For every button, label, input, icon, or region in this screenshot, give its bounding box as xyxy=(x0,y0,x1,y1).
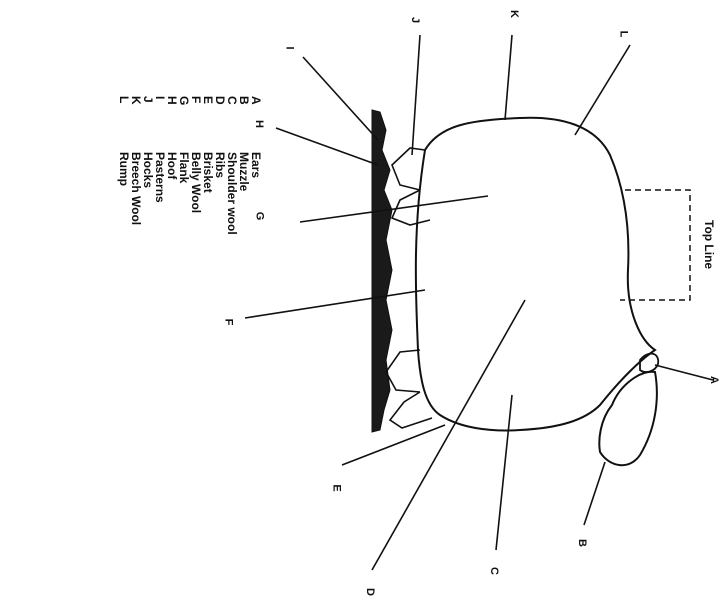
legend-part: Pasterns xyxy=(154,152,166,203)
callout-line-j xyxy=(412,35,420,155)
top-line-label: Top Line xyxy=(702,220,716,269)
callout-e: E xyxy=(331,484,343,491)
callout-line-h xyxy=(276,128,378,165)
callout-line-b xyxy=(584,462,605,525)
sheep-ear-outline xyxy=(640,354,658,372)
legend-letter: K xyxy=(130,96,142,152)
sheep-body-outline xyxy=(416,118,655,431)
top-line-bracket xyxy=(620,190,690,300)
callout-line-a xyxy=(655,365,713,380)
ground-grass xyxy=(372,110,392,432)
legend-letter: I xyxy=(154,96,166,152)
legend-letter: J xyxy=(142,96,154,152)
sheep-front-legs xyxy=(386,350,432,428)
callout-line-d xyxy=(372,300,525,570)
legend-part: Ribs xyxy=(214,152,226,178)
callout-d: D xyxy=(364,588,376,596)
legend-part: Belly Wool xyxy=(190,152,202,213)
legend-letter: H xyxy=(166,96,178,152)
legend-letter: B xyxy=(238,96,250,152)
callout-line-c xyxy=(496,395,512,550)
legend-part: Muzzle xyxy=(238,152,250,191)
legend-part: Rump xyxy=(118,152,130,186)
callout-l: L xyxy=(617,31,629,38)
callout-line-l xyxy=(575,45,630,135)
legend-part: Ears xyxy=(250,152,262,178)
callout-line-k xyxy=(505,35,512,120)
legend-part: Shoulder wool xyxy=(226,152,238,235)
sheep-head-outline xyxy=(599,372,657,465)
legend-part: Brisket xyxy=(202,152,214,193)
legend-letter: G xyxy=(178,96,190,152)
legend-letter: D xyxy=(214,96,226,152)
legend-letter: F xyxy=(190,96,202,152)
legend-letter: L xyxy=(118,96,130,152)
callout-line-f xyxy=(245,290,425,318)
callout-lines xyxy=(245,35,713,570)
callout-k: K xyxy=(508,10,520,18)
callout-b: B xyxy=(576,539,588,547)
callout-f: F xyxy=(222,319,234,326)
legend-part: Flank xyxy=(178,152,190,183)
legend-part: Hocks xyxy=(142,152,154,188)
legend-letter: C xyxy=(226,96,238,152)
callout-a: A xyxy=(708,376,720,384)
callout-line-e xyxy=(342,425,445,465)
legend-part: Breech Wool xyxy=(130,152,142,225)
legend-letter: E xyxy=(202,96,214,152)
callout-line-i xyxy=(303,57,378,140)
callout-j: J xyxy=(409,17,421,23)
callout-i: I xyxy=(284,46,296,49)
legend-letter: A xyxy=(250,96,262,152)
callout-c: C xyxy=(488,567,500,575)
legend-part: Hoof xyxy=(166,152,178,179)
